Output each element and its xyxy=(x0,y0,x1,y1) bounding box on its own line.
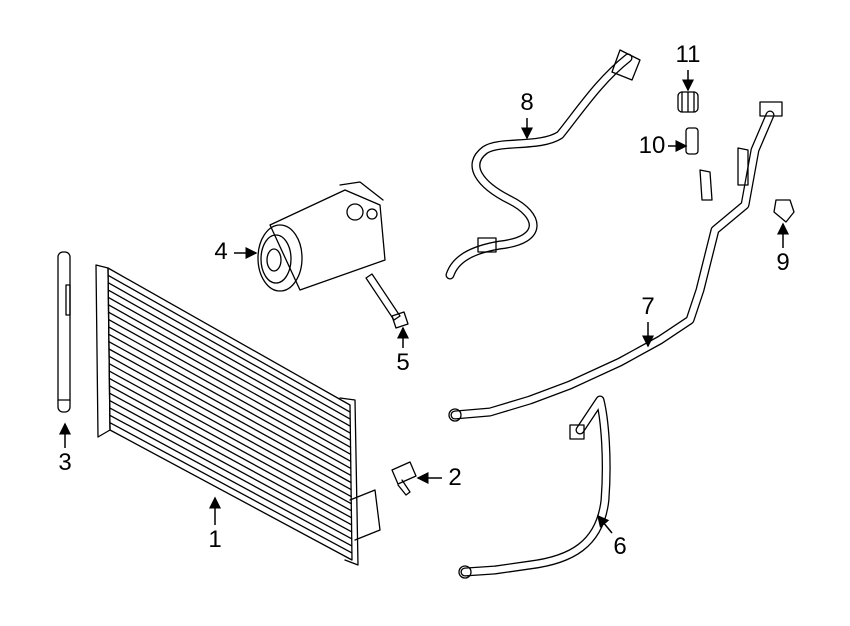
callout-1: 1 xyxy=(208,526,222,553)
line-part-7 xyxy=(448,101,783,422)
condenser-fin xyxy=(107,311,352,448)
condenser-fin xyxy=(108,355,352,491)
condenser-fin xyxy=(107,289,351,427)
callout-9: 9 xyxy=(776,249,790,276)
valve-part-10 xyxy=(685,127,699,155)
callout-arrows xyxy=(59,70,789,534)
cap-part-11 xyxy=(677,91,699,113)
condenser-part-1 xyxy=(95,264,381,566)
condenser-fin xyxy=(108,348,352,484)
compressor-part-4 xyxy=(257,181,386,292)
callout-11: 11 xyxy=(675,41,701,68)
condenser-fin xyxy=(108,392,353,526)
screw-part-2 xyxy=(391,461,417,496)
callout-8: 8 xyxy=(520,89,534,116)
condenser-fin xyxy=(109,414,353,547)
bolt-part-5 xyxy=(365,273,409,329)
condenser-fin xyxy=(108,385,353,519)
condenser-fin xyxy=(108,363,352,498)
callout-7: 7 xyxy=(641,293,655,320)
callout-6: 6 xyxy=(613,533,627,560)
condenser-fin xyxy=(108,399,353,533)
condenser-fin xyxy=(108,326,352,463)
condenser-fin xyxy=(107,318,352,455)
hose-part-8 xyxy=(445,49,641,280)
condenser-fin xyxy=(109,407,353,540)
condenser-fin xyxy=(109,421,353,554)
callout-4: 4 xyxy=(214,238,228,265)
condenser-fin xyxy=(107,282,351,420)
condenser-fin xyxy=(108,377,353,512)
callout-5: 5 xyxy=(396,349,410,376)
pressure-switch-part-9 xyxy=(773,199,795,223)
condenser-fin xyxy=(107,274,351,413)
callout-2: 2 xyxy=(448,464,462,491)
callout-3: 3 xyxy=(58,449,72,476)
callout-10: 10 xyxy=(638,132,666,159)
condenser-fin xyxy=(108,340,352,477)
receiver-drier-part-3 xyxy=(57,251,71,413)
condenser-fin xyxy=(108,333,352,470)
condenser-fin xyxy=(107,296,352,434)
condenser-fin xyxy=(107,304,352,441)
hose-part-6 xyxy=(458,395,611,579)
condenser-fin xyxy=(108,370,352,505)
